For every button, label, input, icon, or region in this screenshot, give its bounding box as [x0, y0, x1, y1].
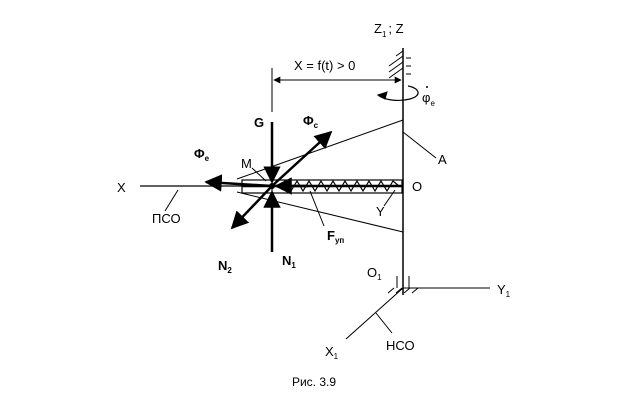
force-phi-c-label: Φc — [303, 113, 319, 130]
leader-pso — [164, 189, 179, 212]
x1-axis-line — [345, 287, 404, 340]
x1-axis-label: X1 — [325, 344, 339, 361]
y1-axis-label: Y1 — [497, 282, 511, 299]
angular-velocity-label: φe — [422, 90, 435, 108]
leader-a — [402, 131, 437, 159]
dimension-label: X = f(t) > 0 — [294, 58, 355, 73]
force-phi-e-label: Φe — [194, 146, 210, 163]
rotation-arrowhead — [376, 91, 388, 100]
force-g-label: G — [254, 115, 264, 130]
top-support-ticks — [406, 57, 411, 75]
leader-nso — [375, 312, 393, 334]
origin-o-label: O — [412, 179, 422, 194]
force-phi-c-arrow — [271, 130, 333, 187]
force-n2-label: N2 — [218, 258, 232, 275]
point-m-label: M — [241, 156, 252, 171]
leader-m — [251, 167, 267, 182]
force-n2-arrow — [230, 185, 273, 230]
top-support — [388, 50, 404, 79]
bottom-support — [387, 276, 419, 294]
leader-y — [383, 189, 396, 207]
point-a-label: A — [438, 152, 447, 167]
x-axis-label: X — [117, 180, 126, 195]
force-phi-e-arrow — [204, 174, 273, 192]
moving-frame-label: ПСО — [152, 211, 181, 226]
force-fup-label: Fуп — [327, 228, 344, 245]
mass-point — [269, 183, 275, 189]
origin-o1-label: O1 — [367, 265, 382, 282]
force-n1-label: N1 — [282, 253, 296, 270]
spring — [279, 179, 400, 193]
angular-velocity-dot — [426, 86, 428, 88]
fixed-frame-label: НСО — [386, 338, 415, 353]
y-axis-label: Y — [376, 204, 385, 219]
figure-caption: Рис. 3.9 — [292, 375, 336, 389]
z-axis-label: Z1; Z — [374, 21, 404, 39]
leader-fup — [309, 190, 325, 227]
